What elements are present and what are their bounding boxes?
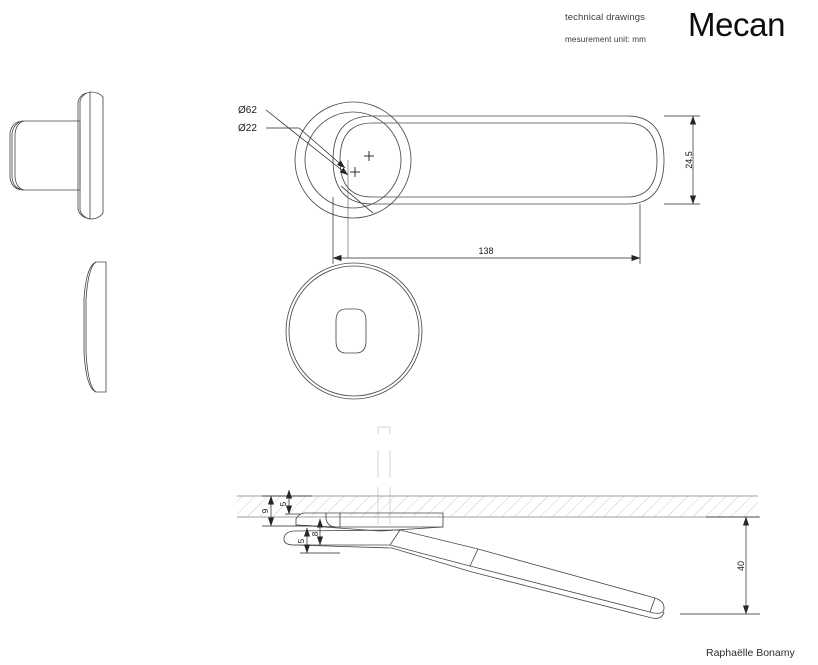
lever-tip-line xyxy=(649,597,656,613)
diameter-leaders xyxy=(265,109,349,176)
lever-body-outline xyxy=(339,122,658,198)
rosette-underside xyxy=(295,524,444,532)
brand-logo: Mecan xyxy=(688,6,786,43)
lever-end-cap-1 xyxy=(14,120,25,191)
dimension-length xyxy=(332,197,641,264)
leader-line-d62 xyxy=(265,109,349,176)
leader-line-d22 xyxy=(298,127,346,169)
rosette-plate-side xyxy=(89,91,104,220)
view-handle-elevation xyxy=(283,512,665,619)
view-handle-top xyxy=(294,101,665,258)
view-rosette-side xyxy=(83,261,107,393)
dimension-width xyxy=(664,115,700,205)
label-diameter-inner: Ø22 xyxy=(238,123,257,134)
header-title: technical drawings xyxy=(565,12,645,23)
escutcheon-outer-circle xyxy=(285,262,423,400)
footer-author: Raphaëlle Bonamy xyxy=(706,647,795,659)
lever-bend-line xyxy=(389,529,401,546)
label-rose-thickness: 9 xyxy=(261,508,270,513)
dimension-height-total xyxy=(680,516,760,615)
rosette-section-body xyxy=(325,512,444,528)
rosette-inner-circle xyxy=(304,111,402,209)
rosette-profile-outline xyxy=(83,261,107,393)
dimension-small-stack xyxy=(262,489,340,554)
label-height-total: 40 xyxy=(736,561,746,571)
lever-bend-line-2 xyxy=(469,548,479,567)
rosette-profile-inner xyxy=(85,261,97,393)
rosette-outer-circle xyxy=(294,101,412,219)
lever-end-cap-2 xyxy=(11,121,21,190)
view-escutcheon-front xyxy=(285,262,423,400)
lever-section-outline xyxy=(283,529,665,614)
rosette-plate-edge xyxy=(77,92,87,219)
label-lever-thickness: 8 xyxy=(311,531,320,536)
header-unit-note: mesurement unit: mm xyxy=(565,35,647,44)
rosette-plate-face xyxy=(79,91,91,220)
rosette-section-taper xyxy=(295,512,337,528)
hatch-fill xyxy=(237,496,758,517)
label-rose-step: 5 xyxy=(279,501,288,506)
lever-shank-outline xyxy=(9,120,80,191)
label-width: 24.5 xyxy=(684,151,694,169)
label-length: 138 xyxy=(478,246,493,256)
keyhole-slot xyxy=(335,308,367,354)
lever-section-lower-edge xyxy=(293,544,665,619)
spindle-cap xyxy=(377,426,391,434)
view-handle-side xyxy=(9,91,104,220)
label-diameter-outer: Ø62 xyxy=(238,105,257,116)
door-section-hatch xyxy=(237,495,758,518)
label-lever-offset: 5 xyxy=(297,538,306,543)
lever-underside-bevel xyxy=(340,185,374,214)
lever-body-outer-edge xyxy=(332,115,665,205)
center-marks xyxy=(350,151,374,177)
escutcheon-inner-circle xyxy=(288,265,420,397)
